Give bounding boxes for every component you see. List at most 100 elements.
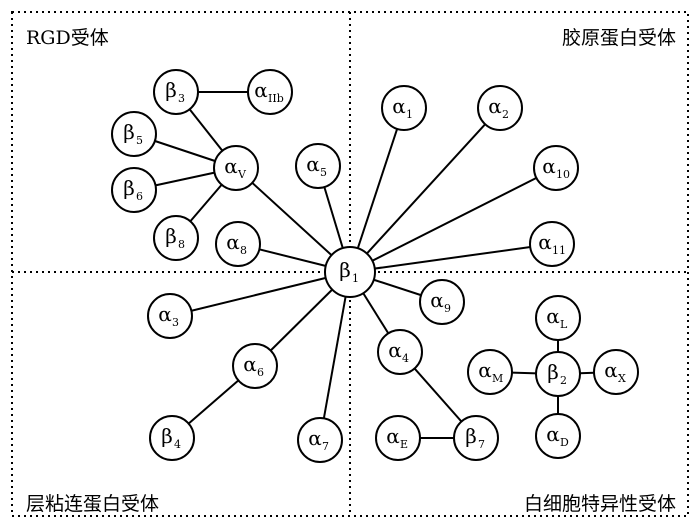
edge-a3-b1 [169,271,351,317]
quadrant-label-rgd: RGD受体 [26,27,109,49]
node-subscript: E [400,438,408,451]
edge-a2-b1 [349,107,501,273]
node-symbol: α [430,288,444,312]
node-subscript: 2 [502,108,509,121]
node-circle [149,415,195,461]
node-symbol: β [123,120,135,144]
node-subscript: 6 [136,190,143,203]
node-subscript: 3 [172,316,179,329]
node-circle [535,351,581,397]
node-symbol: α [224,154,238,178]
node-subscript: D [560,436,569,449]
node-circle [467,349,513,395]
node-circle [153,215,199,261]
node-subscript: 5 [320,166,327,179]
node-symbol: α [226,230,240,254]
node-subscript: 10 [556,168,570,181]
node-circle [477,85,523,131]
node-circle [377,329,423,375]
node-circle [147,293,193,339]
quadrant-label-leukocyte: 白细胞特异性受体 [524,493,676,515]
node-symbol: β [123,176,135,200]
node-subscript: V [237,168,247,181]
edge-a10-b1 [349,167,557,273]
node-symbol: α [604,358,618,382]
node-symbol: β [165,78,177,102]
node-symbol: α [488,94,502,118]
node-subscript: 7 [478,438,485,451]
node-circle [247,69,293,115]
node-subscript: 4 [402,352,409,365]
node-subscript: L [560,318,568,331]
node-symbol: α [392,94,406,118]
node-symbol: β [547,360,559,384]
node-symbol: α [542,154,556,178]
node-symbol: α [538,230,552,254]
node-subscript: 9 [444,302,451,315]
node-symbol: β [161,424,173,448]
node-circle [453,415,499,461]
node-subscript: 5 [136,134,143,147]
node-subscript: 1 [352,272,359,285]
node-circle [213,145,259,191]
quadrant-label-collagen: 胶原蛋白受体 [562,27,676,49]
node-subscript: 7 [322,440,329,453]
node-circle [111,167,157,213]
node-circle [533,145,579,191]
node-subscript: 3 [178,92,185,105]
node-symbol: α [158,302,172,326]
node-subscript: IIb [268,92,284,105]
edge-a11-b1 [349,243,553,273]
node-subscript: 11 [552,244,566,257]
node-circle [295,143,341,189]
node-symbol: β [165,224,177,248]
edge-a1-b1 [349,107,405,273]
node-symbol: α [546,304,560,328]
node-symbol: β [339,258,351,282]
node-subscript: 2 [560,374,567,387]
node-subscript: 4 [174,438,181,451]
node-subscript: 8 [178,238,185,251]
node-symbol: α [306,152,320,176]
node-circle [419,279,465,325]
edge-a7-b1 [319,271,351,441]
node-circle [297,417,343,463]
node-symbol: α [546,422,560,446]
node-circle [232,343,278,389]
node-symbol: β [465,424,477,448]
node-symbol: α [308,426,322,450]
node-circle [529,221,575,267]
node-circle [381,85,427,131]
node-circle [215,221,261,267]
node-symbol: α [388,338,402,362]
node-subscript: 8 [240,244,247,257]
node-circle [535,295,581,341]
node-circle [153,69,199,115]
node-subscript: 1 [406,108,413,121]
node-symbol: α [254,78,268,102]
node-symbol: α [478,358,492,382]
